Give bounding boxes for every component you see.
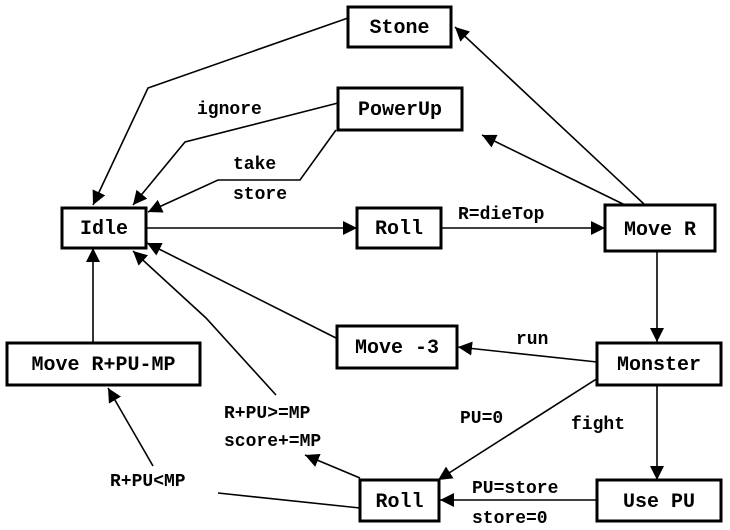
node-move-minus3-label: Move -3 [355, 337, 439, 360]
edge-label-ignore: ignore [197, 100, 262, 120]
edge-stone-to-idle [92, 17, 349, 206]
node-roll-bottom[interactable]: Roll [358, 478, 441, 523]
edge-label-pu-zero: PU=0 [460, 409, 503, 429]
node-monster-label: Monster [617, 354, 701, 377]
edge-label-rpu-ge-mp: R+PU>=MP [224, 404, 311, 424]
edge-monster-run-to-move-3 [457, 341, 598, 363]
node-roll-bottom-label: Roll [375, 491, 423, 514]
edge-label-take: take [233, 155, 276, 175]
node-stone-label: Stone [369, 17, 429, 40]
edge-label-pu-store: PU=store [472, 479, 558, 499]
node-move-r-label: Move R [624, 219, 696, 242]
node-move-minus3[interactable]: Move -3 [335, 324, 459, 370]
edge-roll-ge-to-idle [304, 453, 361, 479]
edge-label-rpu-lt-mp: R+PU<MP [110, 472, 186, 492]
node-idle-label: Idle [80, 218, 128, 241]
node-move-rpump[interactable]: Move R+PU-MP [5, 341, 202, 387]
edge-roll-lt-to-move-rpump-upper [107, 387, 154, 467]
edge-move-r-to-powerup [481, 134, 626, 206]
node-monster[interactable]: Monster [595, 341, 723, 387]
edge-label-store-zero: store=0 [472, 509, 548, 529]
node-powerup-label: PowerUp [358, 99, 442, 122]
edge-monster-pu0-to-roll [437, 377, 599, 481]
edge-label-r-dietop: R=dieTop [458, 205, 544, 225]
node-move-rpump-label: Move R+PU-MP [31, 354, 175, 377]
edge-powerup-take-to-idle [147, 129, 337, 213]
node-use-pu-label: Use PU [623, 491, 695, 514]
node-move-r[interactable]: Move R [603, 203, 717, 253]
edge-label-store: store [233, 185, 287, 205]
node-roll-top-label: Roll [375, 218, 423, 241]
node-powerup[interactable]: PowerUp [336, 86, 464, 132]
node-idle[interactable]: Idle [60, 206, 148, 250]
node-stone[interactable]: Stone [346, 5, 453, 49]
edge-label-run: run [516, 330, 548, 350]
edge-powerup-ignore-to-idle [132, 102, 339, 206]
node-use-pu[interactable]: Use PU [595, 478, 723, 523]
edge-label-fight: fight [571, 415, 625, 435]
edge-move-3-to-idle [146, 242, 337, 339]
edge-label-score-plus-mp: score+=MP [224, 432, 321, 452]
edge-roll-ge-to-idle-upper [132, 250, 277, 396]
node-roll-top[interactable]: Roll [355, 206, 443, 250]
edge-move-r-to-stone [454, 26, 646, 206]
edge-roll-lt-to-move-rpump [217, 492, 361, 509]
